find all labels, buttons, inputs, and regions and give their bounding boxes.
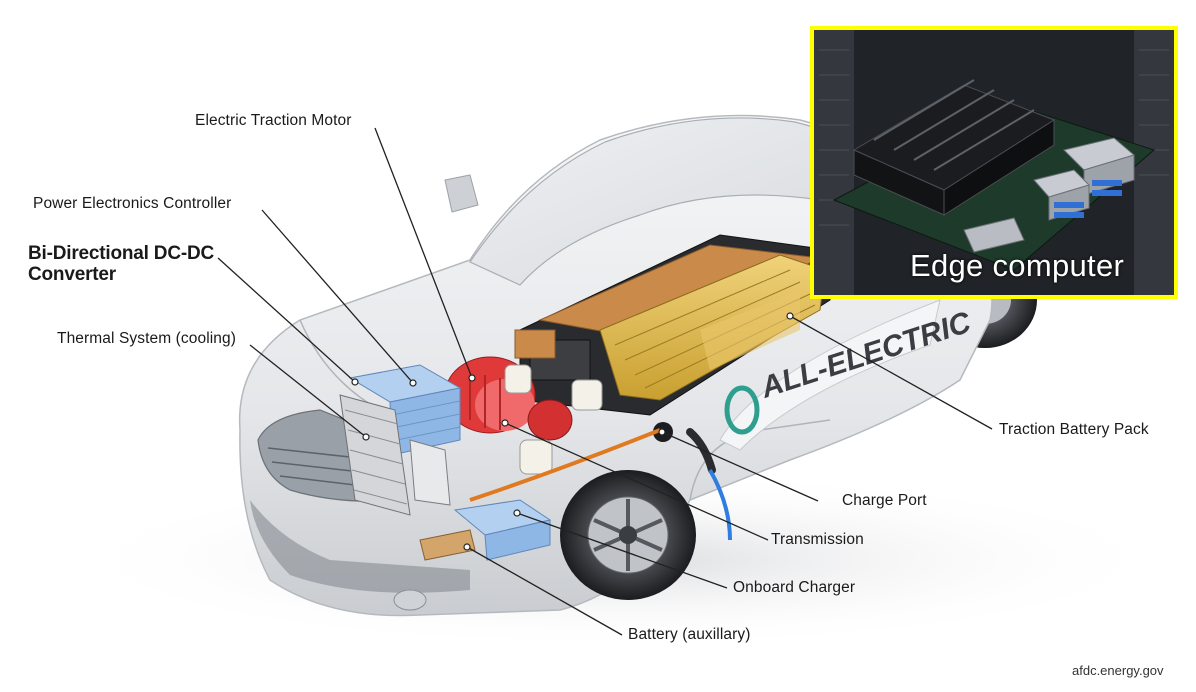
source-credit: afdc.energy.gov <box>1072 663 1164 678</box>
auxiliary-battery <box>419 529 476 561</box>
orange-cabling <box>469 428 661 502</box>
dc-dc-converter <box>348 364 462 456</box>
label-power-electronics-controller: Power Electronics Controller <box>33 195 232 212</box>
traction-battery-pack <box>514 234 831 416</box>
label-onboard-charger: Onboard Charger <box>733 579 856 596</box>
onboard-charger <box>453 499 552 561</box>
leader-lines <box>217 127 993 636</box>
radiator <box>339 394 451 516</box>
front-wheel <box>560 470 696 600</box>
label-bidirectional-converter-line2: Converter <box>28 264 116 285</box>
side-mirror <box>444 174 479 213</box>
edge-computer-photo <box>814 30 1174 295</box>
label-battery-auxillary: Battery (auxillary) <box>628 626 751 643</box>
label-charge-port: Charge Port <box>842 492 927 509</box>
edge-computer-label: Edge computer <box>910 248 1125 283</box>
label-transmission: Transmission <box>771 531 864 548</box>
edge-computer-inset: Edge computer <box>810 26 1178 299</box>
label-electric-traction-motor: Electric Traction Motor <box>195 112 352 129</box>
label-traction-battery-pack: Traction Battery Pack <box>999 421 1149 438</box>
label-thermal-system: Thermal System (cooling) <box>57 330 236 347</box>
label-bidirectional-converter-line1: Bi-Directional DC-DC <box>28 243 215 264</box>
coolant-reservoirs <box>504 364 603 475</box>
leader-endpoints <box>351 312 794 551</box>
